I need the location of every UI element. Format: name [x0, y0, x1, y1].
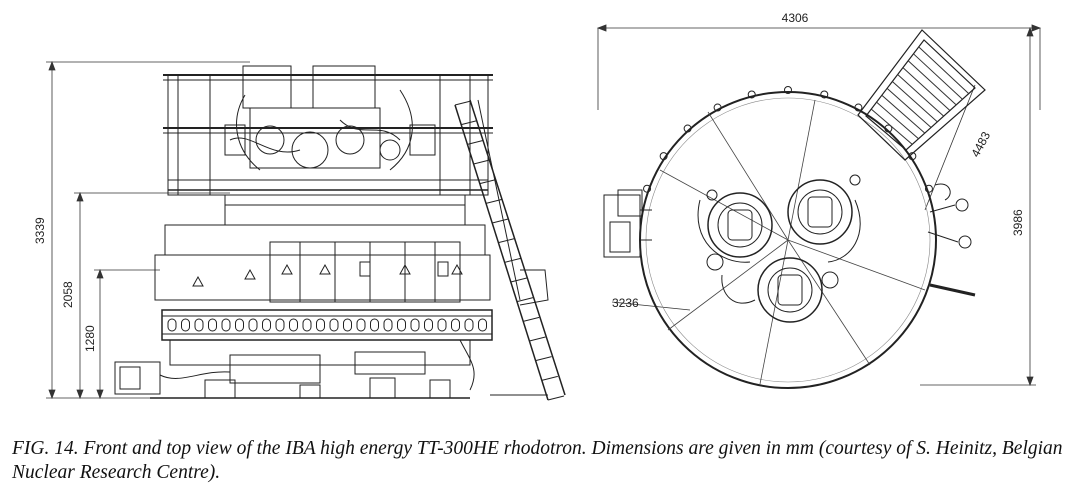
- rim-fitting: [784, 86, 792, 94]
- top-view: [596, 24, 1042, 389]
- dimension-3236: 3236: [612, 296, 639, 310]
- magnet-link: [235, 318, 244, 332]
- top-stair-step: [870, 108, 913, 145]
- stair-step: [504, 257, 521, 263]
- top-stair-step: [897, 74, 944, 117]
- magnet-link: [343, 318, 352, 332]
- cavity-units: [697, 174, 861, 323]
- main-body: [154, 194, 491, 303]
- stair-step: [461, 120, 478, 126]
- stair-step: [485, 198, 503, 204]
- magnet-link: [437, 318, 447, 332]
- right-piping: [927, 183, 976, 297]
- top-equipment: [224, 65, 436, 171]
- top-stair-step: [881, 94, 926, 134]
- caption-label: FIG. 14.: [12, 438, 79, 459]
- magnet-link: [302, 318, 312, 332]
- stair-step: [498, 238, 515, 244]
- top-staircase: [857, 29, 986, 161]
- rim-fitting: [683, 124, 692, 133]
- rim-fitting: [854, 103, 863, 112]
- front-view: [46, 60, 566, 401]
- stair-step: [473, 159, 490, 165]
- dimension-4306: 4306: [782, 11, 809, 25]
- dimension-3986: 3986: [1011, 209, 1025, 236]
- top-stair-step: [913, 53, 963, 100]
- top-stair-step: [892, 81, 938, 123]
- magnet-link: [370, 318, 379, 332]
- figure-drawing: 3339 2058 1280: [33, 11, 1042, 401]
- rim-fitting: [884, 124, 893, 133]
- magnet-link: [478, 318, 487, 332]
- magnet-link: [262, 318, 271, 332]
- top-stair-step: [918, 46, 970, 95]
- top-stair-step: [907, 60, 957, 106]
- stair-step: [510, 277, 527, 283]
- magnet-link: [289, 318, 298, 332]
- upper-platform: [163, 74, 493, 196]
- stair-step: [523, 316, 540, 322]
- magnet-link: [451, 318, 460, 332]
- rim-fitting: [747, 90, 756, 99]
- magnet-link: [424, 318, 433, 332]
- magnet-link: [221, 318, 231, 332]
- stair-step: [467, 139, 484, 145]
- magnet-link: [316, 318, 325, 332]
- top-stair-step: [886, 87, 932, 128]
- stair-step: [479, 179, 496, 185]
- stair-step: [454, 100, 472, 106]
- figure-caption: FIG. 14. Front and top view of the IBA h…: [12, 437, 1077, 485]
- magnet-links: [167, 318, 487, 332]
- magnet-link: [383, 318, 393, 332]
- magnet-link: [464, 318, 474, 332]
- magnet-link: [275, 318, 285, 332]
- dimension-1280: 1280: [83, 325, 97, 352]
- rim-fitting: [924, 184, 933, 193]
- side-motor-unit: [603, 189, 652, 258]
- rim-fitting: [659, 152, 668, 161]
- stair-step: [516, 297, 534, 303]
- stair-step: [541, 375, 558, 381]
- magnet-row: [161, 309, 493, 341]
- top-stair-step: [902, 67, 951, 111]
- top-stair-step: [876, 101, 919, 140]
- lower-base: [114, 339, 475, 399]
- radial-struts: [659, 99, 926, 385]
- front-dimension-lines: [46, 60, 250, 400]
- rim-fitting: [713, 103, 722, 112]
- rim-fitting: [643, 184, 652, 193]
- magnet-link: [410, 318, 420, 332]
- front-steps: [454, 100, 565, 401]
- magnet-link: [356, 318, 366, 332]
- stair-step: [529, 336, 546, 342]
- rim-fittings: [643, 86, 933, 193]
- rim-fitting: [820, 90, 829, 99]
- magnet-link: [208, 318, 217, 332]
- caption-text: Front and top view of the IBA high energ…: [12, 438, 1063, 483]
- magnet-link: [397, 318, 406, 332]
- front-staircase: [454, 99, 566, 401]
- magnet-link: [194, 318, 204, 332]
- stair-step: [535, 356, 552, 362]
- dimension-2058: 2058: [61, 281, 75, 308]
- dimension-3339: 3339: [33, 217, 47, 244]
- stair-step: [492, 218, 509, 224]
- stair-step: [547, 395, 565, 401]
- magnet-link: [181, 318, 190, 332]
- magnet-link: [167, 318, 177, 332]
- dimension-4483: 4483: [968, 129, 993, 159]
- magnet-link: [329, 318, 339, 332]
- magnet-link: [248, 318, 258, 332]
- top-steps: [870, 46, 970, 145]
